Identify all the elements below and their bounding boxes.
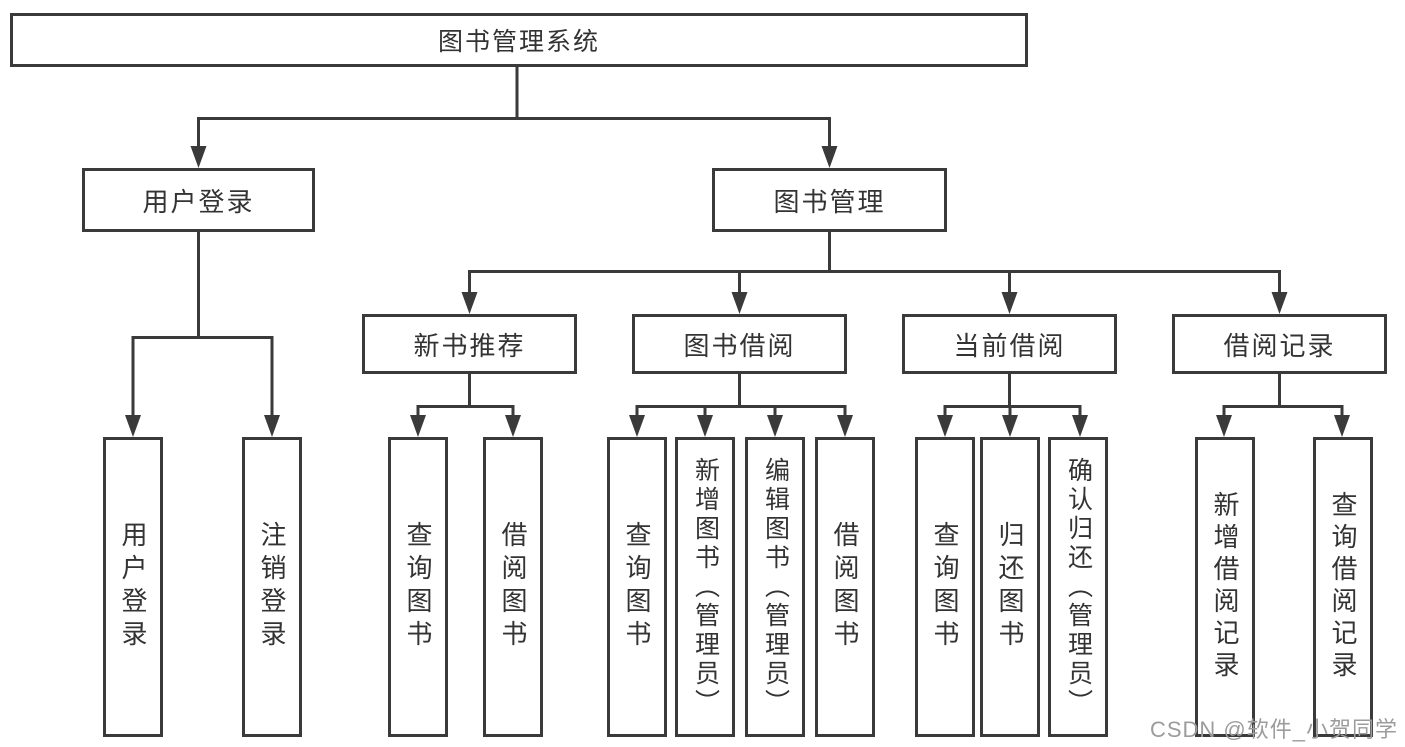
node-user-login: 用户登录 bbox=[82, 168, 315, 232]
leaf-label: 借阅图书 bbox=[830, 521, 860, 653]
leaf-query-books-1: 查询图书 bbox=[388, 437, 448, 737]
connector-line bbox=[131, 232, 274, 418]
arrowhead-icon bbox=[461, 292, 478, 314]
leaf-label: 查询图书 bbox=[403, 521, 433, 653]
node-root: 图书管理系统 bbox=[10, 13, 1028, 67]
connector-root-to-level2 bbox=[190, 67, 838, 168]
connector-line bbox=[635, 374, 847, 419]
leaf-return-book: 归还图书 bbox=[980, 437, 1040, 737]
leaf-label: 查询图书 bbox=[622, 521, 652, 653]
arrowhead-icon bbox=[1072, 415, 1088, 437]
leaf-label: 编辑图书（管理员） bbox=[761, 456, 790, 718]
leaf-add-book-admin: 新增图书（管理员） bbox=[675, 437, 735, 737]
connector-line bbox=[197, 67, 831, 148]
arrowhead-icon bbox=[697, 415, 713, 437]
leaf-label: 用户登录 bbox=[118, 521, 148, 653]
leaf-query-borrow-record: 查询借阅记录 bbox=[1313, 437, 1373, 737]
leaf-label: 查询借阅记录 bbox=[1328, 491, 1358, 683]
node-borrow-record: 借阅记录 bbox=[1172, 314, 1387, 374]
arrowhead-icon bbox=[1271, 292, 1288, 314]
arrowhead-icon bbox=[1001, 292, 1018, 314]
leaf-add-borrow-record: 新增借阅记录 bbox=[1195, 437, 1255, 737]
leaf-label: 归还图书 bbox=[995, 521, 1025, 653]
arrowhead-icon bbox=[937, 415, 953, 437]
leaf-user-login: 用户登录 bbox=[103, 437, 163, 737]
arrowhead-icon bbox=[505, 415, 521, 437]
arrowhead-icon bbox=[629, 415, 645, 437]
arrowhead-icon bbox=[125, 415, 141, 437]
connector-login-to-leaves bbox=[125, 232, 280, 437]
leaf-borrow-books-2: 借阅图书 bbox=[815, 437, 875, 737]
connector-line bbox=[468, 232, 1281, 294]
node-current-borrow: 当前借阅 bbox=[902, 314, 1117, 374]
connector-bookborrow-to-leaves bbox=[629, 374, 853, 437]
connector-newbook-to-leaves bbox=[410, 374, 521, 437]
leaf-label: 查询图书 bbox=[930, 521, 960, 653]
connector-borrowrecord-to-leaves bbox=[1216, 374, 1350, 437]
leaf-logout: 注销登录 bbox=[242, 437, 302, 737]
leaf-confirm-return-admin: 确认归还（管理员） bbox=[1048, 437, 1108, 737]
arrowhead-icon bbox=[731, 292, 748, 314]
arrowhead-icon bbox=[767, 415, 783, 437]
leaf-borrow-books-1: 借阅图书 bbox=[483, 437, 543, 737]
leaf-label: 新增借阅记录 bbox=[1210, 491, 1240, 683]
arrowhead-icon bbox=[1216, 415, 1232, 437]
connector-currentborrow-to-leaves bbox=[937, 374, 1088, 437]
csdn-watermark: CSDN @软件_小贺同学 bbox=[1149, 717, 1398, 742]
connector-management-to-level3 bbox=[461, 232, 1288, 314]
leaf-query-books-2: 查询图书 bbox=[607, 437, 667, 737]
leaf-label: 注销登录 bbox=[257, 521, 287, 653]
arrowhead-icon bbox=[837, 415, 853, 437]
arrowhead-icon bbox=[1334, 415, 1350, 437]
node-book-borrow: 图书借阅 bbox=[632, 314, 847, 374]
node-new-book-recommend: 新书推荐 bbox=[362, 314, 577, 374]
connector-line bbox=[943, 374, 1082, 419]
arrowhead-icon bbox=[190, 146, 207, 168]
node-book-management: 图书管理 bbox=[712, 168, 947, 232]
leaf-label: 借阅图书 bbox=[498, 521, 528, 653]
leaf-label: 确认归还（管理员） bbox=[1064, 456, 1093, 718]
arrowhead-icon bbox=[1002, 415, 1018, 437]
leaf-edit-book-admin: 编辑图书（管理员） bbox=[745, 437, 805, 737]
arrowhead-icon bbox=[410, 415, 426, 437]
leaf-query-books-3: 查询图书 bbox=[915, 437, 975, 737]
arrowhead-icon bbox=[821, 146, 838, 168]
connector-line bbox=[416, 374, 515, 419]
connector-line bbox=[1222, 374, 1344, 419]
arrowhead-icon bbox=[264, 415, 280, 437]
leaf-label: 新增图书（管理员） bbox=[691, 456, 720, 718]
